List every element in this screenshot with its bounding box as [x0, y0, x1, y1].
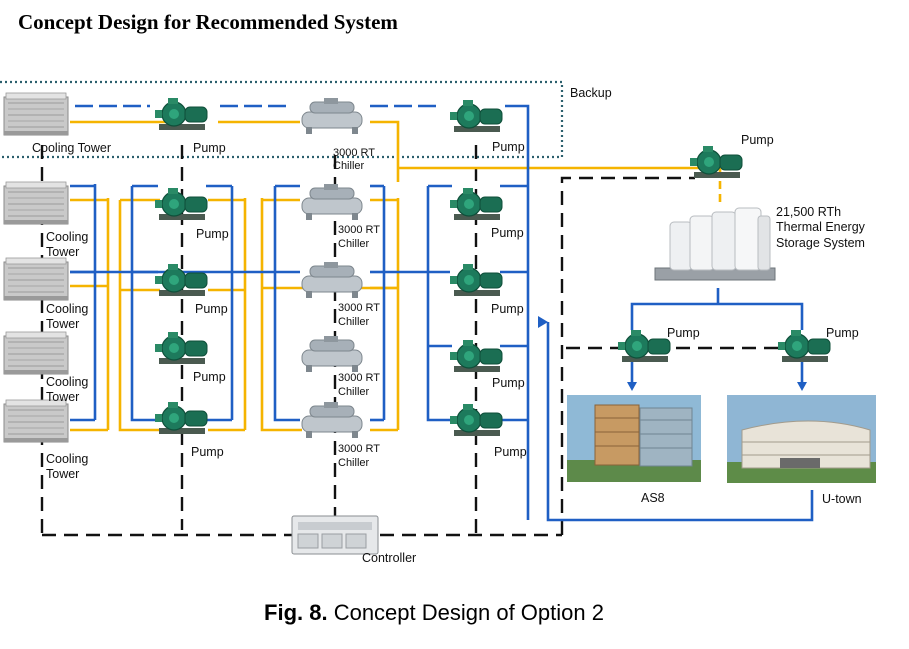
- controller-label: Controller: [362, 551, 416, 565]
- tes-capacity-label: 21,500 RTh: [776, 205, 841, 219]
- cooling-tower-4-label-a: Cooling: [46, 452, 88, 466]
- figure-caption-text: Concept Design of Option 2: [333, 600, 604, 625]
- primary-pump-3-label: Pump: [492, 376, 525, 390]
- building-utown-photo: [727, 395, 876, 483]
- chiller-2-label: Chiller: [338, 316, 370, 328]
- condenser-pump-backup-label: Pump: [193, 141, 226, 155]
- tes-pump-label: Pump: [741, 133, 774, 147]
- distribution-pump-as8: [617, 329, 671, 363]
- chiller-backup: [301, 97, 363, 135]
- figure-number: Fig. 8.: [264, 600, 328, 625]
- building-as8-label: AS8: [641, 491, 665, 505]
- cooling-tower-1-label-a: Cooling: [46, 230, 88, 244]
- tes-pump: [689, 145, 743, 179]
- cooling-tower-2-label-b: Tower: [46, 317, 79, 331]
- condenser-pump-backup: [154, 97, 208, 131]
- condenser-pump-4: [154, 401, 208, 435]
- chiller-3: [301, 335, 363, 373]
- chiller-backup-label: Chiller: [333, 160, 365, 172]
- cooling-tower-3: [3, 331, 69, 375]
- primary-pump-2-label: Pump: [491, 302, 524, 316]
- primary-pump-1-label: Pump: [491, 226, 524, 240]
- cooling-tower-1: [3, 181, 69, 225]
- cooling-tower-2-label-a: Cooling: [46, 302, 88, 316]
- building-utown-label: U-town: [822, 492, 862, 506]
- distribution-pump-utown: [777, 329, 831, 363]
- chiller-2: [301, 261, 363, 299]
- chiller-4-label: Chiller: [338, 457, 370, 469]
- tes-label-line2: Storage System: [776, 236, 865, 250]
- condenser-pump-3-label: Pump: [193, 370, 226, 384]
- cooling-tower-4-label-b: Tower: [46, 467, 79, 481]
- cooling-tower-1-label-b: Tower: [46, 245, 79, 259]
- diagram-title: Concept Design for Recommended System: [18, 10, 398, 34]
- controller-device: [291, 515, 379, 555]
- figure-caption: Fig. 8. Concept Design of Option 2: [0, 600, 868, 626]
- condenser-pump-3: [154, 331, 208, 365]
- chiller-3-capacity: 3000 RT: [338, 372, 380, 384]
- chiller-4: [301, 401, 363, 439]
- condenser-pump-2-label: Pump: [195, 302, 228, 316]
- cooling-tower-2: [3, 257, 69, 301]
- chiller-1: [301, 183, 363, 221]
- condenser-pump-4-label: Pump: [191, 445, 224, 459]
- chiller-3-label: Chiller: [338, 386, 370, 398]
- cooling-tower-3-label-a: Cooling: [46, 375, 88, 389]
- condenser-pump-1-label: Pump: [196, 227, 229, 241]
- tes-label-line1: Thermal Energy: [776, 220, 866, 234]
- primary-pump-backup: [449, 99, 503, 133]
- chiller-2-capacity: 3000 RT: [338, 302, 380, 314]
- backup-label: Backup: [570, 86, 612, 100]
- primary-pump-4-label: Pump: [494, 445, 527, 459]
- building-as8-photo: [567, 395, 701, 482]
- cooling-tower-4: [3, 399, 69, 443]
- thermal-energy-storage-tanks: [654, 207, 776, 281]
- cooling-tower-3-label-b: Tower: [46, 390, 79, 404]
- cooling-tower-label-top: Cooling Tower: [32, 141, 111, 155]
- distribution-pump-utown-label: Pump: [826, 326, 859, 340]
- chiller-1-capacity: 3000 RT: [338, 224, 380, 236]
- chiller-4-capacity: 3000 RT: [338, 443, 380, 455]
- chiller-backup-capacity: 3000 RT: [333, 147, 375, 159]
- cooling-tower-backup: [3, 92, 69, 136]
- chiller-1-label: Chiller: [338, 238, 370, 250]
- primary-pump-4: [449, 403, 503, 437]
- primary-pump-backup-label: Pump: [492, 140, 525, 154]
- distribution-pump-as8-label: Pump: [667, 326, 700, 340]
